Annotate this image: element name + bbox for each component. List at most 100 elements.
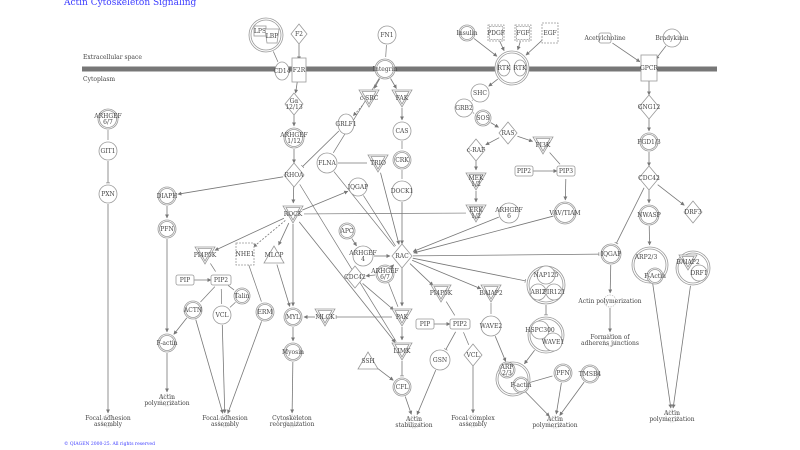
node-talin[interactable]: Talin [233, 287, 251, 305]
node-acetylcholine[interactable]: Acetylcholine [583, 32, 626, 44]
node-pi4p5km[interactable]: PI4P5K [430, 284, 453, 303]
node-wave2[interactable]: WAVE2 [480, 315, 503, 337]
node-mlck[interactable]: MLCK [314, 308, 336, 327]
node-ssh[interactable]: SSH [357, 351, 379, 370]
node-crk[interactable]: CRK [392, 150, 412, 170]
node-fak[interactable]: FAK [391, 89, 413, 108]
node-rock[interactable]: ROCK [282, 205, 304, 224]
node-pi4p5kl[interactable]: PI4P5K [194, 246, 217, 265]
node-integrin[interactable]: Integrin [373, 58, 398, 80]
node-pfnm[interactable]: PFN [553, 363, 573, 383]
node-pi3k[interactable]: PI3K [532, 136, 554, 155]
node-cfl[interactable]: CFL [392, 377, 412, 397]
node-baiap2r[interactable]: BAIAP2 [676, 254, 700, 271]
node-fgd13[interactable]: FGD1/3 [637, 132, 661, 152]
node-rac[interactable]: RAC [391, 243, 413, 269]
node-baiap2m[interactable]: BAIAP2 [479, 284, 503, 303]
node-lps[interactable]: LPS [253, 25, 267, 37]
node-drf3[interactable]: DRF3 [683, 200, 703, 224]
node-fn1[interactable]: FN1 [377, 25, 397, 45]
node-ras[interactable]: RAS [498, 121, 518, 145]
node-wave1[interactable]: WAVE1 [542, 332, 564, 352]
node-pipm[interactable]: PIP [415, 318, 435, 330]
node-cd14[interactable]: CD14 [273, 61, 291, 81]
node-pdgf[interactable]: PDGF [487, 24, 505, 42]
node-dock1[interactable]: DOCK1 [391, 180, 414, 202]
node-vclm[interactable]: VCL [463, 343, 483, 367]
page-title[interactable]: Actin Cytoskeleton Signaling [64, 0, 197, 8]
node-bradykinin[interactable]: Bradykinin [655, 28, 689, 48]
node-gsn[interactable]: GSN [429, 349, 451, 371]
node-hspc300[interactable]: HSPC300 [525, 320, 555, 340]
node-gng12[interactable]: GNG12 [638, 94, 661, 120]
node-pir121[interactable]: PIR121 [543, 283, 565, 301]
node-rtk2[interactable]: RTK [514, 59, 527, 77]
node-diaph[interactable]: DIAPH [157, 186, 178, 206]
node-nwasp[interactable]: NWASP [637, 204, 661, 226]
node-rtk1[interactable]: RTK [498, 59, 511, 77]
node-pak[interactable]: PAK [391, 308, 413, 327]
node-vcll[interactable]: VCL [212, 305, 232, 325]
node-nhe1[interactable]: NHE1 [235, 242, 255, 266]
node-trio[interactable]: TRIO [367, 154, 389, 173]
node-pip2m[interactable]: PIP2 [449, 318, 471, 330]
node-pip2l[interactable]: PIP2 [210, 274, 232, 286]
node-myosin[interactable]: Myosin [282, 342, 304, 362]
node-csrc[interactable]: c-SRC [358, 89, 380, 108]
node-arp23r[interactable]: ARP2/3 [634, 254, 658, 261]
node-sos[interactable]: SOS [474, 109, 492, 127]
node-factinr[interactable]: F-Actin [644, 267, 666, 285]
node-tmsb4[interactable]: TMSB4 [579, 364, 602, 384]
node-pfnl[interactable]: PFN [157, 219, 177, 239]
node-cas[interactable]: CAS [392, 121, 412, 141]
node-grlf1[interactable]: GRLF1 [335, 113, 357, 135]
node-insulin[interactable]: Insulin [457, 24, 478, 42]
node-iqgapr[interactable]: IQGAP [600, 243, 622, 265]
node-limk[interactable]: LIMK [391, 342, 413, 361]
node-rhoa[interactable]: RHOA [283, 162, 305, 188]
node-cdc42r[interactable]: CDC42 [638, 165, 660, 191]
node-apc[interactable]: APC [338, 222, 356, 240]
node-factinl[interactable]: F-actin [156, 333, 178, 353]
node-lbp[interactable]: LBP [264, 28, 280, 44]
node-apr[interactable]: Actin polymerization [577, 294, 642, 308]
node-pxn[interactable]: PXN [98, 184, 118, 204]
node-grb2[interactable]: GRB2 [454, 98, 474, 118]
node-pipl[interactable]: PIP [175, 274, 195, 286]
node-nap125[interactable]: NAP125 [533, 265, 559, 285]
node-shc[interactable]: SHC [470, 83, 490, 103]
node-vavtiam[interactable]: VAV/TIAM [548, 201, 581, 225]
node-flna[interactable]: FLNA [316, 152, 338, 174]
node-egf[interactable]: EGF [541, 22, 559, 44]
node-erm[interactable]: ERM [255, 302, 275, 322]
node-pip3[interactable]: PIP3 [556, 165, 576, 177]
node-f2[interactable]: F2 [290, 23, 308, 45]
node-mlcp[interactable]: MLCP [263, 245, 285, 264]
node-cdc42m[interactable]: CDC42 [344, 265, 366, 289]
node-drf1[interactable]: DRF1 [690, 264, 708, 282]
node-actn[interactable]: ACTN [183, 300, 203, 320]
node-gpcr[interactable]: GPCR [640, 54, 658, 82]
node-pip2r[interactable]: PIP2 [514, 165, 534, 177]
node-factinm[interactable]: F-actin [510, 376, 532, 394]
node-fgf[interactable]: FGF [514, 24, 532, 42]
node-craf[interactable]: c-RAF [466, 138, 486, 162]
node-f2r[interactable]: F2R [291, 57, 307, 83]
